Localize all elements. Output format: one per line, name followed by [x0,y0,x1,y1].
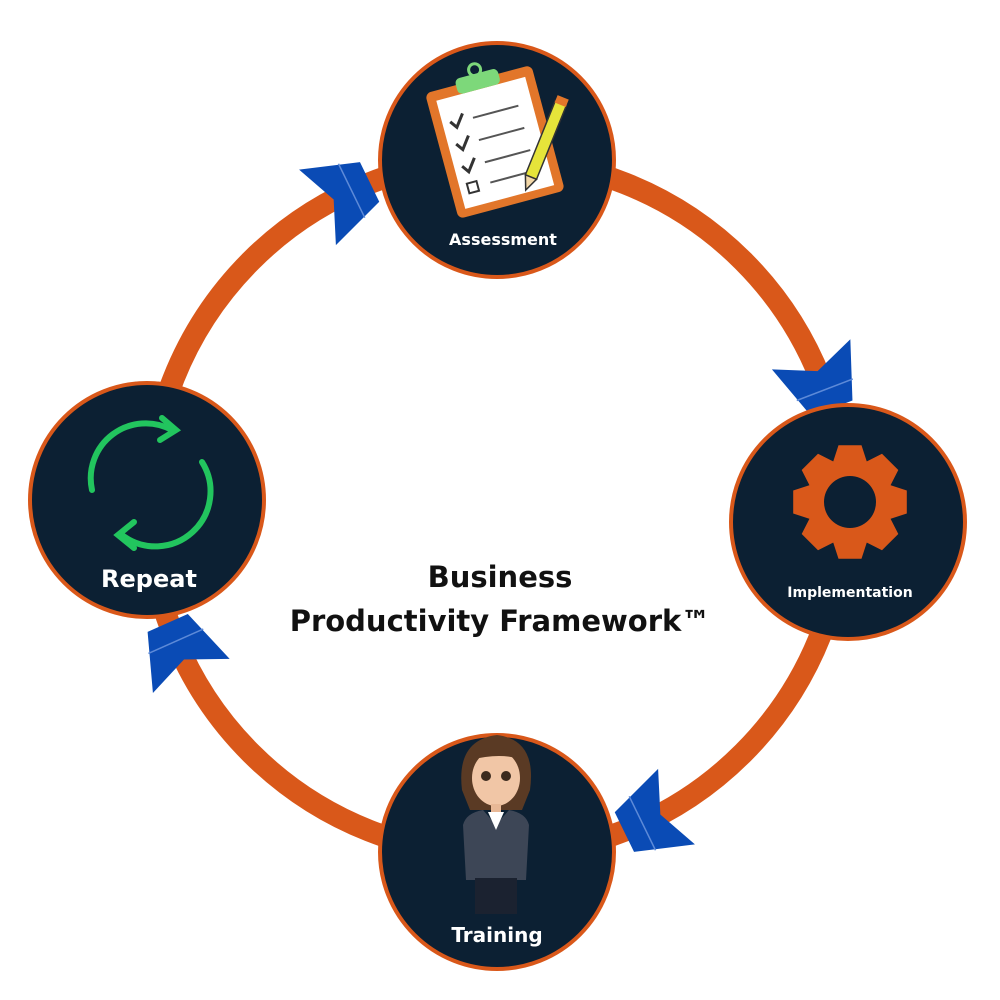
gear-icon [793,445,907,559]
pencil-icon [524,95,569,192]
node-label-training: Training [451,923,542,947]
title-line-2: Productivity Framework™ [289,604,711,638]
node-training: Training [378,733,616,971]
node-repeat: Repeat [28,381,266,619]
person-trainer-icon [461,735,532,914]
node-label-repeat: Repeat [101,565,197,593]
node-label-assessment: Assessment [449,230,557,249]
node-label-implementation: Implementation [787,585,912,601]
direction-arrow-icon [147,614,230,694]
direction-arrow-icon [299,162,380,246]
title-line-1: Business [427,560,573,594]
node-implementation: Implementation [729,403,967,641]
direction-arrow-icon [771,339,854,417]
refresh-cycle-icon [87,415,214,551]
framework-title: Business Productivity Framework™ [250,555,750,643]
node-assessment: Assessment [378,41,616,279]
direction-arrow-icon [614,768,695,852]
